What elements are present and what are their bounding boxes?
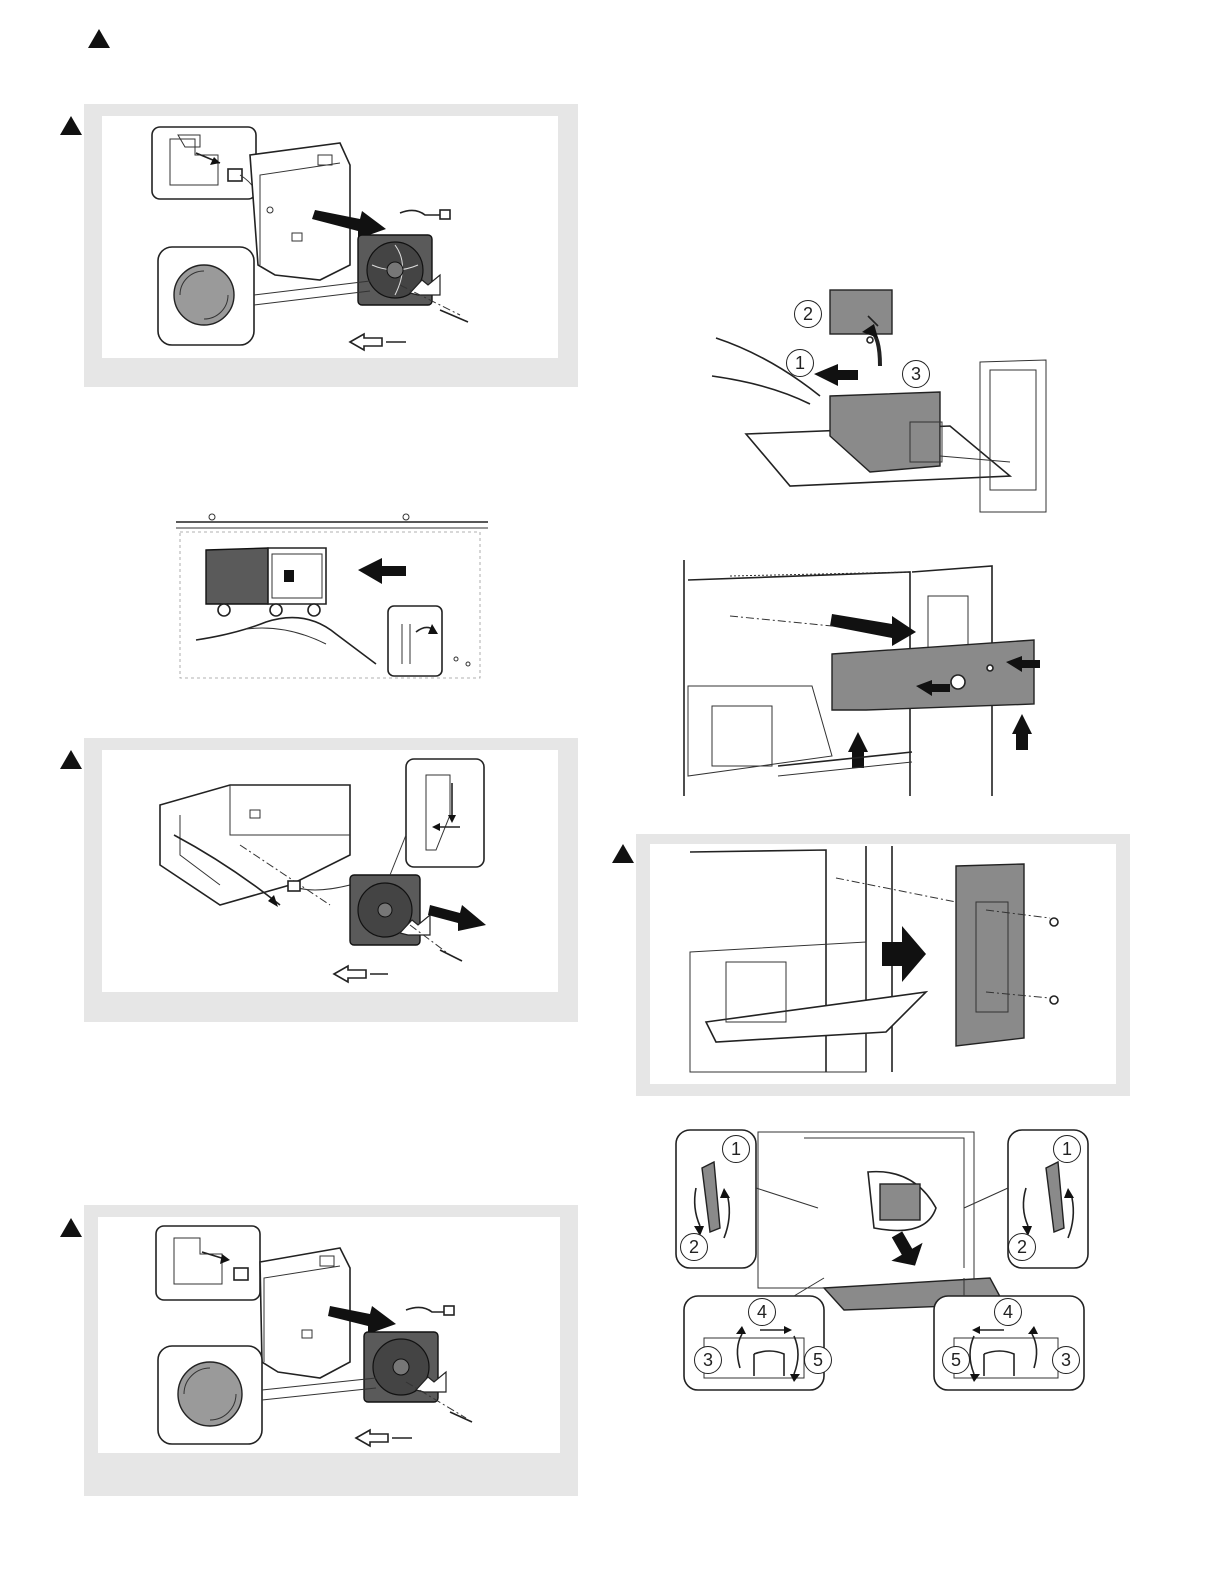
callout-3-right: 3 xyxy=(1052,1346,1080,1374)
callout-4-left: 4 xyxy=(748,1298,776,1326)
duct-removal-illustration xyxy=(176,514,492,680)
warning-triangle-icon xyxy=(88,29,110,48)
callout-1: 1 xyxy=(786,349,814,377)
callout-2-left: 2 xyxy=(680,1233,708,1261)
right-cover-removal-illustration xyxy=(682,556,1000,802)
fan-removal-illustration-1 xyxy=(100,115,570,365)
callout-1-right: 1 xyxy=(1053,1135,1081,1163)
warning-triangle-icon xyxy=(612,844,634,863)
warning-triangle-icon xyxy=(60,116,82,135)
fan-removal-illustration-2 xyxy=(150,755,500,985)
tray-cover-removal-illustration xyxy=(710,286,1060,516)
callout-3: 3 xyxy=(902,360,930,388)
warning-triangle-icon xyxy=(60,1218,82,1237)
lever-release-illustration xyxy=(674,1128,1094,1408)
fan-removal-illustration-3 xyxy=(150,1222,480,1452)
callout-5-left: 5 xyxy=(804,1346,832,1374)
callout-2: 2 xyxy=(794,300,822,328)
callout-2-right: 2 xyxy=(1008,1233,1036,1261)
callout-4-right: 4 xyxy=(994,1298,1022,1326)
warning-triangle-icon xyxy=(60,750,82,769)
callout-1-left: 1 xyxy=(722,1135,750,1163)
rear-cover-removal-illustration xyxy=(686,842,1086,1082)
callout-3-left: 3 xyxy=(694,1346,722,1374)
callout-5-right: 5 xyxy=(942,1346,970,1374)
